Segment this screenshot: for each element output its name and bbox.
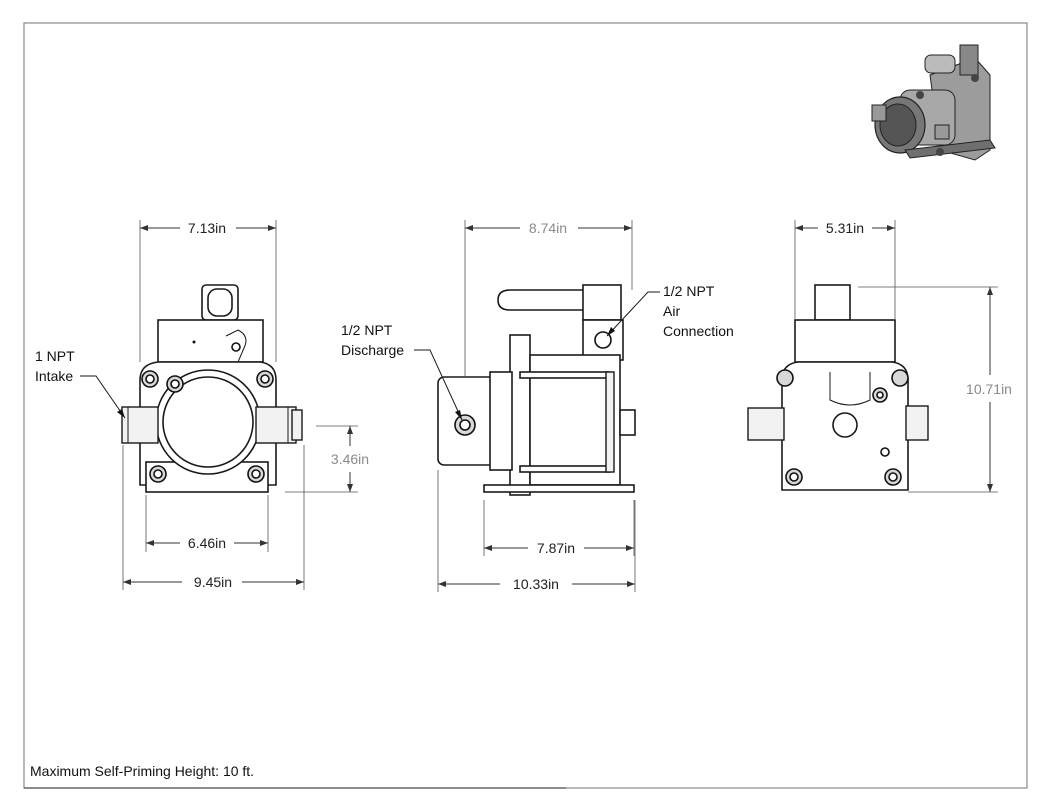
air-label-line3: Connection: [663, 323, 734, 339]
dim-side-overall: 10.33in: [437, 470, 636, 592]
callout-intake: 1 NPT Intake: [35, 348, 126, 419]
self-priming-note: Maximum Self-Priming Height: 10 ft.: [30, 763, 254, 779]
rear-view: [747, 284, 929, 491]
front-view: [121, 284, 303, 493]
discharge-label-line2: Discharge: [341, 342, 404, 358]
intake-label-line1: 1 NPT: [35, 348, 75, 364]
dim-side-width: 8.74in: [464, 220, 633, 377]
isometric-view: [871, 44, 996, 161]
dim-front-mount-label: 6.46in: [188, 535, 226, 551]
dim-side-width-label: 8.74in: [529, 220, 567, 236]
intake-label-line2: Intake: [35, 368, 73, 384]
dim-front-mount: 6.46in: [145, 495, 269, 552]
dim-rear-width-label: 5.31in: [826, 220, 864, 236]
dim-rear-width: 5.31in: [794, 220, 896, 320]
callout-air: 1/2 NPT Air Connection: [606, 283, 734, 339]
dim-overall-height-label: 10.71in: [966, 381, 1012, 397]
dim-side-mount-label: 7.87in: [537, 540, 575, 556]
dim-front-width: 7.13in: [139, 220, 277, 362]
discharge-label-line1: 1/2 NPT: [341, 322, 393, 338]
dim-side-mount: 7.87in: [483, 500, 635, 556]
dim-front-width-label: 7.13in: [188, 220, 226, 236]
dim-port-height-label: 3.46in: [331, 451, 369, 467]
dim-front-overall: 9.45in: [122, 445, 305, 590]
dim-overall-height: 10.71in: [858, 286, 1012, 493]
callout-discharge: 1/2 NPT Discharge: [341, 322, 463, 421]
air-label-line2: Air: [663, 303, 680, 319]
dim-front-overall-label: 9.45in: [194, 574, 232, 590]
dim-port-height: 3.46in: [285, 425, 369, 493]
side-view: [437, 284, 636, 496]
air-label-line1: 1/2 NPT: [663, 283, 715, 299]
dim-side-overall-label: 10.33in: [513, 576, 559, 592]
